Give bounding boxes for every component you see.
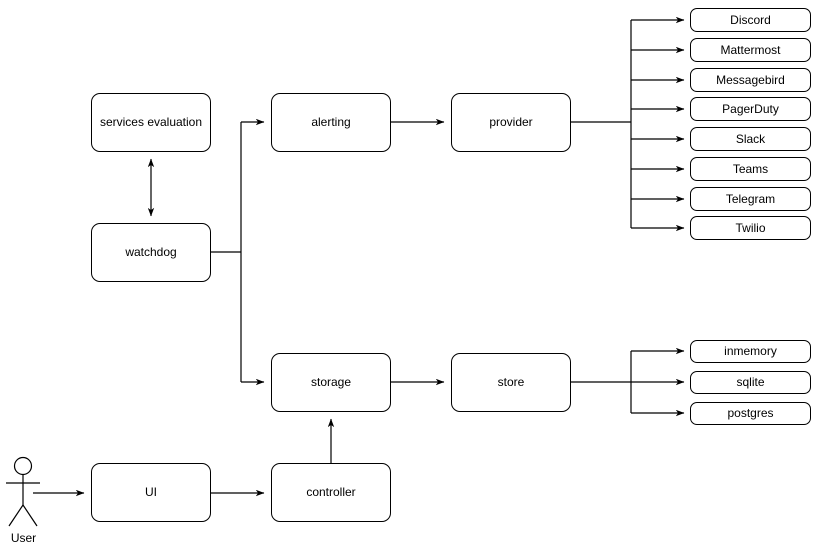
node-messagebird[interactable]: Messagebird (690, 68, 811, 92)
node-label: Teams (732, 161, 769, 176)
user-actor-label: User (10, 531, 37, 545)
node-telegram[interactable]: Telegram (690, 187, 811, 211)
node-store[interactable]: store (451, 353, 571, 412)
user-actor-figure (6, 456, 40, 527)
node-label: provider (489, 115, 533, 130)
node-label: inmemory (724, 344, 777, 359)
node-slack[interactable]: Slack (690, 127, 811, 151)
node-pagerduty[interactable]: PagerDuty (690, 97, 811, 121)
node-storage[interactable]: storage (271, 353, 391, 412)
node-label: storage (310, 375, 352, 390)
actor-head-icon (13, 456, 33, 476)
node-provider[interactable]: provider (451, 93, 571, 152)
node-label: store (497, 375, 525, 390)
node-label: Telegram (725, 191, 776, 206)
node-label: Slack (735, 131, 766, 146)
node-alerting[interactable]: alerting (271, 93, 391, 152)
node-label: PagerDuty (722, 101, 779, 116)
node-label: controller (306, 485, 356, 500)
node-label: Discord (730, 12, 771, 27)
actor-leg-left (8, 504, 24, 527)
node-label: sqlite (736, 375, 765, 390)
node-label: UI (145, 485, 157, 500)
node-label: Messagebird (716, 72, 785, 87)
node-ui[interactable]: UI (91, 463, 211, 522)
node-label: Twilio (735, 220, 766, 235)
actor-leg-right (22, 504, 38, 527)
node-services-evaluation[interactable]: services evaluation (91, 93, 211, 152)
node-label: services evaluation (99, 115, 203, 130)
node-postgres[interactable]: postgres (690, 402, 811, 425)
node-label: alerting (311, 115, 351, 130)
node-watchdog[interactable]: watchdog (91, 223, 211, 282)
node-controller[interactable]: controller (271, 463, 391, 522)
node-teams[interactable]: Teams (690, 157, 811, 181)
node-label: Mattermost (720, 42, 781, 57)
node-inmemory[interactable]: inmemory (690, 340, 811, 363)
node-discord[interactable]: Discord (690, 8, 811, 32)
node-sqlite[interactable]: sqlite (690, 371, 811, 394)
node-label: watchdog (125, 245, 177, 260)
node-label: postgres (727, 406, 774, 421)
node-mattermost[interactable]: Mattermost (690, 38, 811, 62)
node-twilio[interactable]: Twilio (690, 216, 811, 240)
